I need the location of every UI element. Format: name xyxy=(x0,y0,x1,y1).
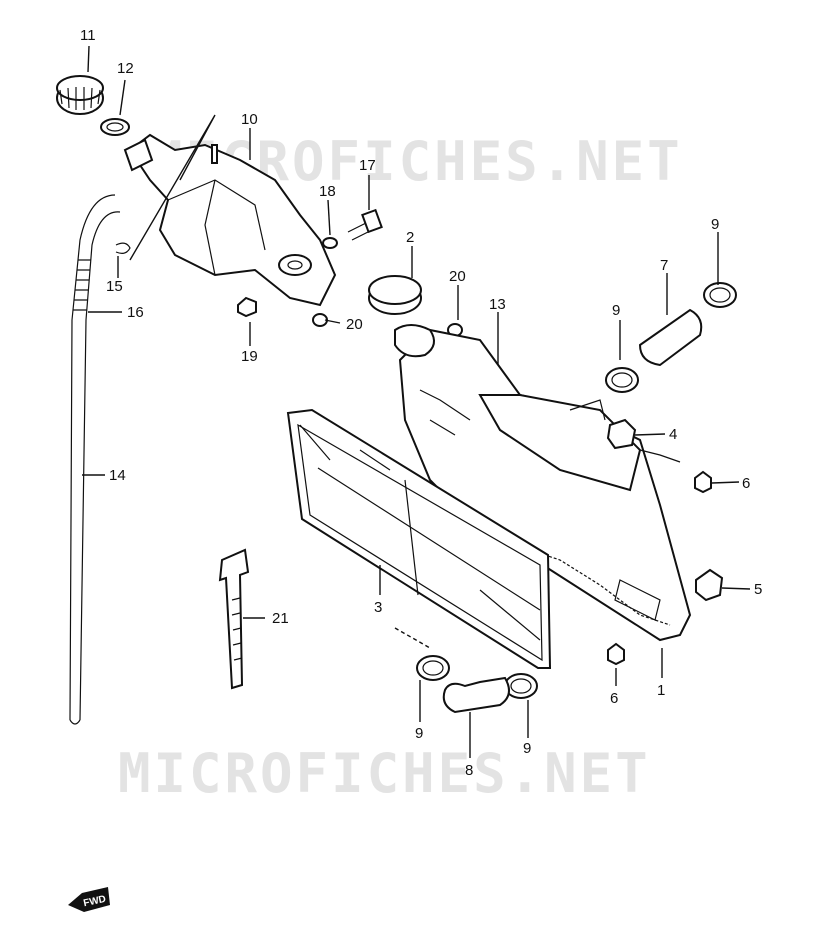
clamp-part-9-lower-left[interactable] xyxy=(416,655,450,681)
radiator-part-1[interactable] xyxy=(394,324,692,642)
callout-6-lower: 6 xyxy=(610,690,618,707)
callout-20-left: 20 xyxy=(346,316,363,333)
clamp-part-9-upper-right[interactable] xyxy=(703,282,737,308)
grille-part-3[interactable] xyxy=(286,408,552,669)
callout-9-upper-right: 9 xyxy=(711,216,719,233)
lower-hose-part-8[interactable] xyxy=(442,676,510,714)
callout-labels: 11 12 10 17 18 2 20 20 13 9 7 9 4 6 5 1 … xyxy=(80,27,762,779)
callout-15: 15 xyxy=(106,278,123,295)
leader-lines xyxy=(82,45,751,758)
callout-18: 18 xyxy=(319,183,336,200)
nut-part-6-upper[interactable] xyxy=(694,470,712,494)
watermark-bottom: MICROFICHES.NET xyxy=(118,742,651,805)
callout-2: 2 xyxy=(406,229,414,246)
callout-1: 1 xyxy=(657,682,665,699)
callout-14: 14 xyxy=(109,467,126,484)
clip-part-15[interactable] xyxy=(115,242,131,254)
mount-part-5[interactable] xyxy=(695,568,724,602)
bolt-part-17[interactable] xyxy=(347,208,383,241)
clamp-part-9-upper-left[interactable] xyxy=(605,367,639,393)
forward-label: FWD xyxy=(82,894,107,909)
cap-part-11[interactable] xyxy=(56,75,104,115)
forward-arrow-icon: FWD xyxy=(68,887,110,912)
callout-9-lower-left: 9 xyxy=(415,725,423,742)
callout-19: 19 xyxy=(241,348,258,365)
nut-part-19[interactable] xyxy=(237,296,257,318)
washer-part-18[interactable] xyxy=(322,237,338,249)
callout-5: 5 xyxy=(754,581,762,598)
callout-12: 12 xyxy=(117,60,134,77)
nut-part-6-lower[interactable] xyxy=(607,642,625,666)
callout-6-upper: 6 xyxy=(742,475,750,492)
radiator-cap-part-2[interactable] xyxy=(368,275,422,315)
callout-9-upper-left: 9 xyxy=(612,302,620,319)
upper-hose-part-7[interactable] xyxy=(638,308,703,367)
mount-part-4[interactable] xyxy=(606,418,637,450)
callout-16: 16 xyxy=(127,304,144,321)
callout-8: 8 xyxy=(465,762,473,779)
clamp-part-20-left[interactable] xyxy=(312,313,328,327)
callout-3: 3 xyxy=(374,599,382,616)
gasket-part-12[interactable] xyxy=(100,118,130,136)
callout-7: 7 xyxy=(660,257,668,274)
callout-11: 11 xyxy=(80,27,96,44)
overflow-hose-part-14[interactable] xyxy=(69,194,121,725)
callout-13: 13 xyxy=(489,296,506,313)
callout-9-lower-right: 9 xyxy=(523,740,531,757)
callout-10: 10 xyxy=(241,111,258,128)
callout-20-right: 20 xyxy=(449,268,466,285)
clamp-part-9-lower-right[interactable] xyxy=(504,673,538,699)
strap-part-21[interactable] xyxy=(218,548,250,690)
callout-17: 17 xyxy=(359,157,376,174)
callout-4: 4 xyxy=(669,426,677,443)
callout-21: 21 xyxy=(272,610,289,627)
